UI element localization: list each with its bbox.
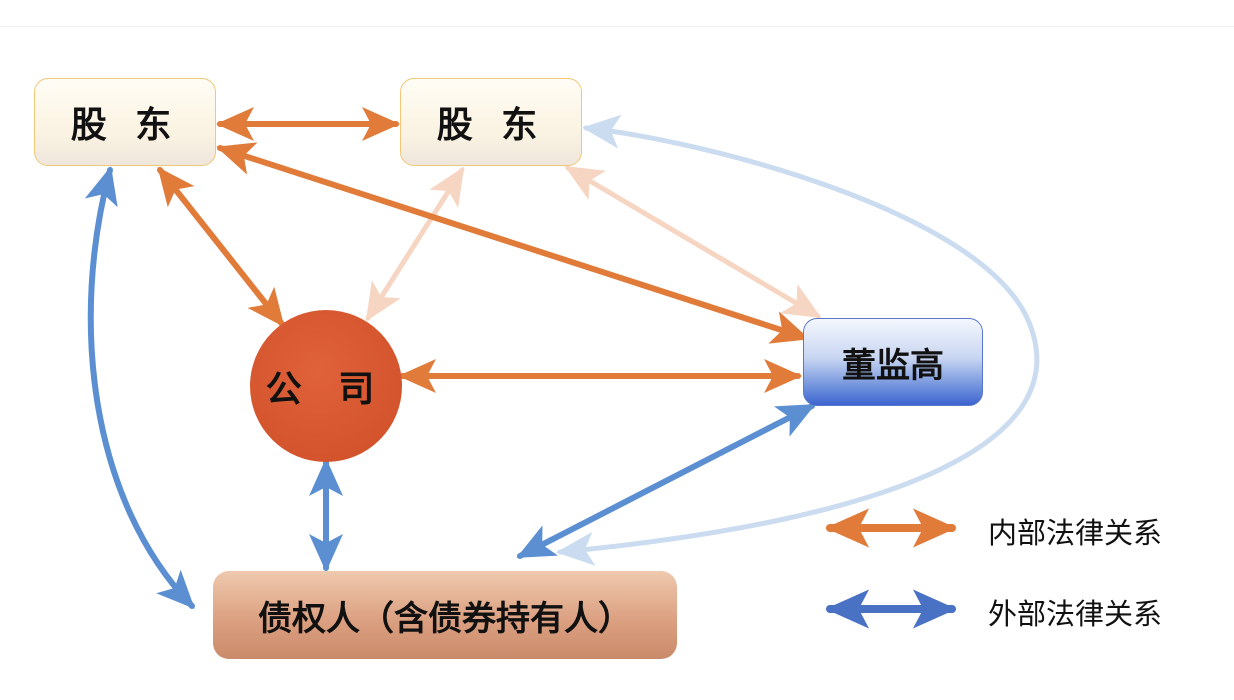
- arrow-shareholder-left-to-board: [216, 142, 810, 344]
- board-box: 董监高: [803, 318, 983, 406]
- shareholder-right-label: 股 东: [436, 105, 546, 146]
- shareholder-right-box: 股 东: [400, 78, 582, 166]
- creditor-label: 债权人（含债券持有人）: [258, 598, 632, 639]
- top-divider-line: [0, 26, 1234, 27]
- board-label: 董监高: [842, 345, 944, 386]
- arrow-board-to-creditor: [516, 403, 816, 559]
- legend-internal-label: 内部法律关系: [988, 516, 1163, 550]
- arrow-shareholder-right-to-company: [365, 166, 465, 322]
- arrow-shareholder-left-to-creditor: [84, 166, 195, 609]
- legend-external-label: 外部法律关系: [988, 597, 1163, 631]
- company-circle: 公 司: [250, 310, 402, 462]
- shareholder-left-box: 股 东: [34, 78, 216, 166]
- shareholder-left-label: 股 东: [70, 105, 180, 146]
- company-label: 公 司: [265, 369, 387, 410]
- arrow-shareholder-right-to-board: [564, 165, 822, 319]
- creditor-box: 债权人（含债券持有人）: [213, 571, 677, 659]
- arrow-shareholder-left-to-company: [157, 166, 285, 328]
